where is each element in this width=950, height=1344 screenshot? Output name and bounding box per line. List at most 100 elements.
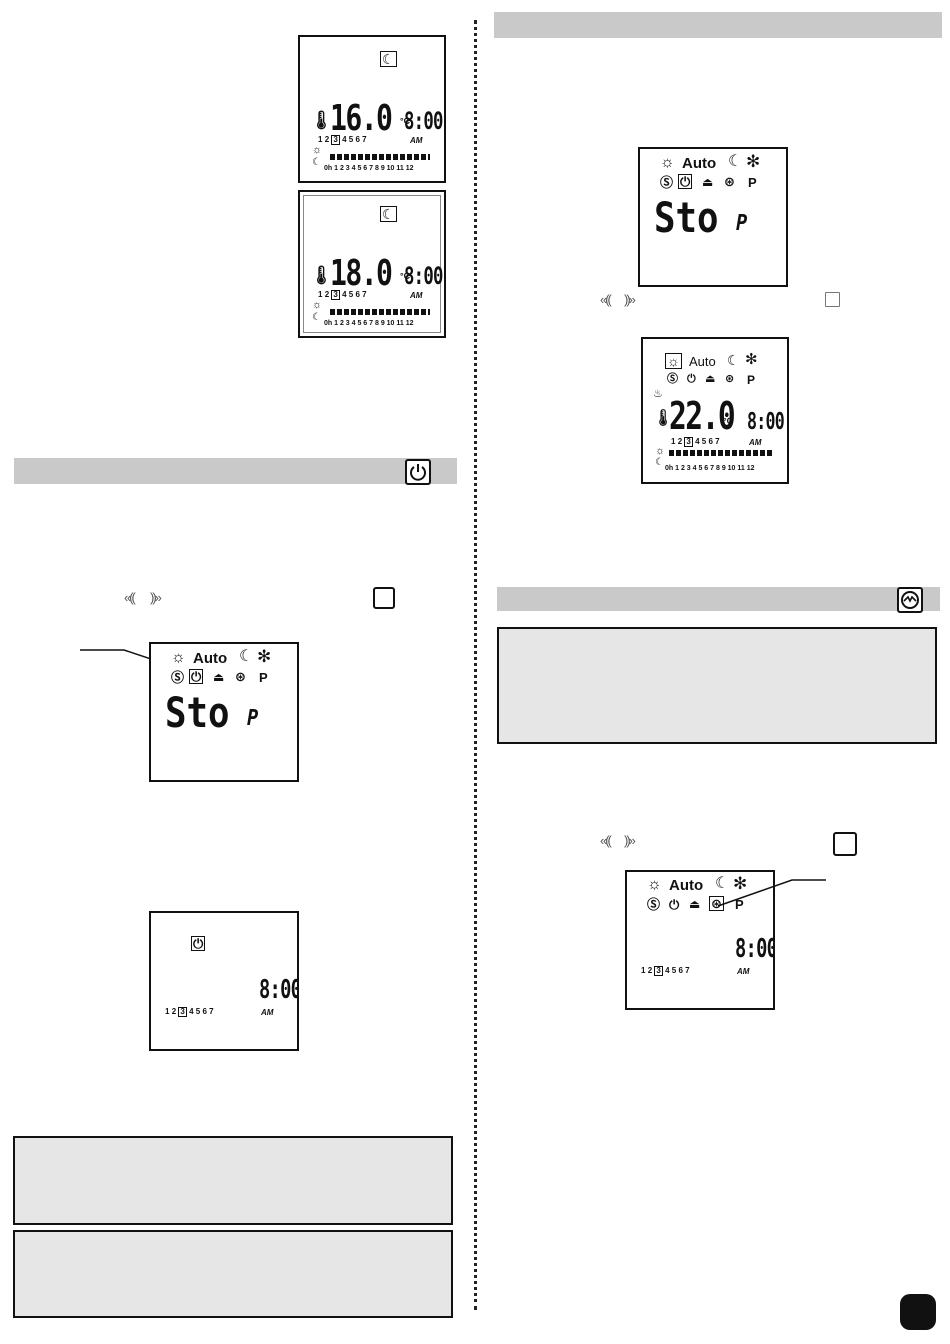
hour-scale: 0h 1 2 3 4 5 6 7 8 9 10 11 12 [324, 320, 414, 327]
timer-icon: Ⓢ [171, 670, 185, 685]
clock-ampm: AM [737, 967, 750, 976]
day-5: 5 [348, 135, 354, 144]
power-icon: ⏻ [687, 373, 696, 385]
day-2: 2 [677, 437, 683, 446]
day-6: 6 [202, 1007, 207, 1016]
frost-protection-icon [897, 587, 923, 613]
day-7: 7 [362, 135, 367, 144]
auto-label: Auto [193, 650, 228, 667]
day-7: 7 [362, 290, 367, 299]
day-2: 2 [171, 1007, 177, 1016]
stop-p-text: P [247, 706, 259, 731]
program-label: P [747, 373, 756, 387]
comfort-bars [669, 450, 773, 456]
comfort-bars [330, 309, 430, 315]
day-4: 4 [189, 1007, 194, 1016]
clock-ampm: AM [261, 1008, 274, 1017]
sun-icon: ☼ [171, 649, 186, 666]
moon-small-icon: ☾ [655, 457, 664, 468]
frost-icon: ⊛ [725, 373, 735, 385]
day-7: 7 [715, 437, 720, 446]
power-icon: ⏻ [678, 174, 693, 189]
day-2: 2 [647, 966, 653, 975]
program-label: P [735, 897, 744, 912]
clock-ampm: AM [410, 136, 423, 145]
flame-icon: ♨ [653, 388, 663, 400]
auto-label: Auto [682, 155, 717, 172]
holiday-icon: ⏏ [705, 373, 716, 385]
hour-scale: 0h 1 2 3 4 5 6 7 8 9 10 11 12 [665, 465, 755, 472]
power-icon [405, 459, 431, 485]
lcd-display-frost: ☼ Auto ☾ ✻ Ⓢ ⏻ ⏏ ⊛ P 8:00 AM 1 2 3 4 5 6… [625, 870, 775, 1010]
day-5: 5 [671, 966, 677, 975]
pointer-line [717, 879, 826, 907]
ok-button-icon [373, 587, 395, 609]
day-6: 6 [355, 135, 360, 144]
stop-text: Sto [165, 688, 230, 737]
day-5: 5 [195, 1007, 201, 1016]
lcd-display-stop: ☼ Auto ☾ ✻ Ⓢ ⏻ ⏏ ⊛ P Sto P [638, 147, 788, 287]
day-5: 5 [348, 290, 354, 299]
comfort-bars [330, 154, 430, 160]
section-band-off [14, 458, 457, 484]
note-box-1 [13, 1136, 453, 1225]
snowflake-icon: ✻ [746, 152, 761, 171]
day-2: 2 [324, 135, 330, 144]
sun-icon: ☼ [665, 353, 682, 369]
stop-p-text: P [736, 211, 748, 236]
power-icon: ⏻ [191, 936, 206, 951]
day-6: 6 [355, 290, 360, 299]
wheel-icon-right: ))» [624, 833, 636, 848]
day-6: 6 [708, 437, 713, 446]
temperature-unit: °C [400, 116, 411, 126]
clock-ampm: AM [410, 291, 423, 300]
section-band-frost [497, 587, 940, 611]
lcd-display-comfort-22: ☼ Auto ☾ ✻ Ⓢ ⏻ ⏏ ⊛ P ♨ 🌡︎ 22.0 °C 8:00 A… [641, 337, 789, 484]
day-1: 1 [318, 135, 323, 144]
day-1: 1 [641, 966, 646, 975]
day-4: 4 [342, 290, 347, 299]
moon-icon: ☾ [380, 206, 397, 222]
timer-icon: Ⓢ [660, 175, 674, 190]
day-selected: 3 [654, 966, 663, 976]
day-6: 6 [678, 966, 683, 975]
day-1: 1 [165, 1007, 170, 1016]
day-row: 1 2 3 4 5 6 7 [165, 1007, 214, 1017]
ok-button-icon [825, 292, 840, 307]
day-1: 1 [671, 437, 676, 446]
wheel-icon: «(( [600, 292, 612, 307]
moon-small-icon: ☾ [312, 157, 321, 168]
holiday-icon: ⏏ [702, 175, 714, 189]
sun-icon: ☼ [312, 144, 323, 156]
moon-small-icon: ☾ [312, 312, 321, 323]
wheel-icon-right: ))» [624, 292, 636, 307]
day-2: 2 [324, 290, 330, 299]
section-band-stop [494, 12, 942, 38]
temperature-value: 18.0 [330, 253, 393, 294]
hour-scale: 0h 1 2 3 4 5 6 7 8 9 10 11 12 [324, 165, 414, 172]
day-1: 1 [318, 290, 323, 299]
holiday-icon: ⏏ [213, 670, 225, 684]
snowflake-icon: ✻ [733, 874, 748, 893]
day-row: 1 2 3 4 5 6 7 [641, 966, 690, 976]
thermometer-icon: 🌡︎ [653, 410, 674, 427]
program-label: P [259, 670, 268, 685]
lcd-display-stop: ☼ Auto ☾ ✻ Ⓢ ⏻ ⏏ ⊛ P Sto P [149, 642, 299, 782]
sun-small-icon: ☼ [655, 445, 666, 457]
thermometer-icon: 🌡︎ [310, 265, 333, 285]
program-label: P [748, 175, 757, 190]
clock-time: 8:00 [404, 262, 443, 290]
page-number-badge [900, 1294, 936, 1330]
frost-icon: ⊛ [235, 669, 246, 684]
day-selected: 3 [331, 290, 340, 300]
clock-time: 8:00 [259, 975, 299, 1005]
day-4: 4 [342, 135, 347, 144]
day-row: 1 2 3 4 5 6 7 [318, 290, 367, 300]
clock-ampm: AM [749, 438, 762, 447]
day-4: 4 [665, 966, 670, 975]
temperature-value: 22.0 [669, 394, 736, 438]
wheel-icon: «(( [600, 833, 612, 848]
wheel-icon: «(( [124, 590, 136, 605]
holiday-icon: ⏏ [689, 897, 701, 911]
clock-time: 8:00 [404, 107, 443, 135]
